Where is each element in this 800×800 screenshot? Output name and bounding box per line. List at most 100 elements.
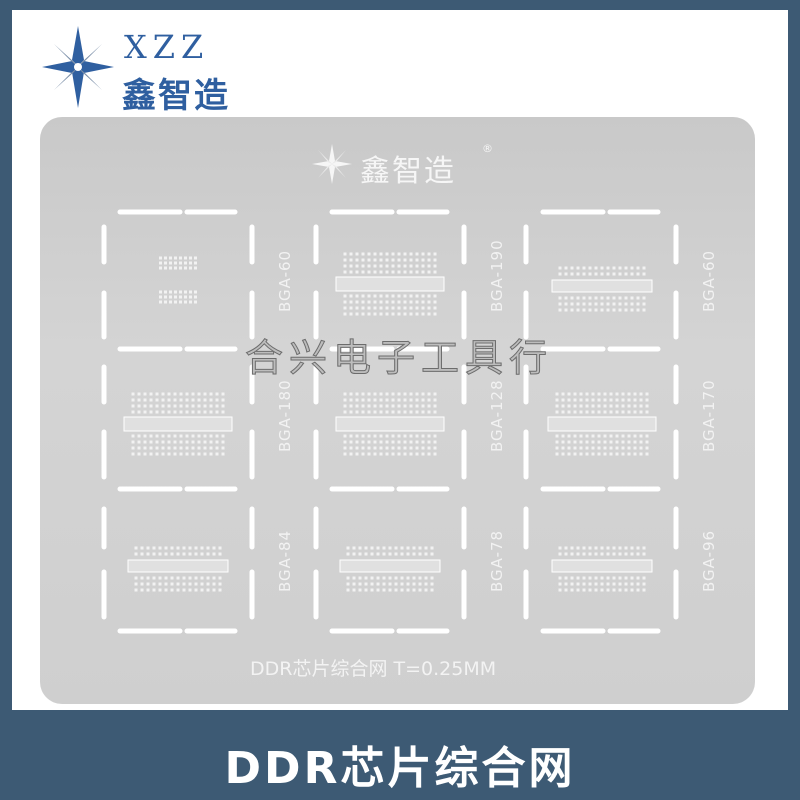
pad [621, 434, 625, 438]
pad [567, 410, 571, 414]
pad [143, 434, 147, 438]
pad [606, 296, 610, 300]
pad [164, 546, 168, 550]
pad [173, 440, 177, 444]
pad [564, 576, 568, 580]
pad [636, 296, 640, 300]
pad [355, 452, 359, 456]
pad [189, 261, 192, 265]
pad [415, 252, 419, 256]
pad [636, 546, 640, 550]
pad [367, 440, 371, 444]
pad [367, 434, 371, 438]
pad [215, 404, 219, 408]
pad [161, 446, 165, 450]
pad [379, 446, 383, 450]
pad [203, 452, 207, 456]
pad [618, 302, 622, 306]
pad [173, 398, 177, 402]
pad [170, 552, 174, 556]
watermark-text: 合兴电子工具行 [244, 336, 554, 381]
pad [597, 452, 601, 456]
pad [185, 446, 189, 450]
pad [433, 258, 437, 262]
pad [137, 392, 141, 396]
pad [615, 434, 619, 438]
pad [206, 546, 210, 550]
pad [573, 404, 577, 408]
pad [585, 452, 589, 456]
pad [615, 410, 619, 414]
pad [606, 272, 610, 276]
pad [570, 302, 574, 306]
pad [570, 266, 574, 270]
pad [391, 312, 395, 316]
pad [137, 440, 141, 444]
pad [355, 404, 359, 408]
pad [188, 576, 192, 580]
pad [176, 546, 180, 550]
pad [421, 410, 425, 414]
pad [382, 552, 386, 556]
pad [361, 392, 365, 396]
pad [173, 452, 177, 456]
pad [645, 452, 649, 456]
pad [430, 546, 434, 550]
pad [379, 452, 383, 456]
pad [343, 294, 347, 298]
pad [358, 546, 362, 550]
brand-name-en: XZZ [124, 28, 210, 66]
pad [612, 552, 616, 556]
pad [158, 588, 162, 592]
pad [394, 576, 398, 580]
pad [433, 270, 437, 274]
pad [415, 452, 419, 456]
pad [349, 270, 353, 274]
pad [379, 392, 383, 396]
pad [609, 446, 613, 450]
pad [591, 398, 595, 402]
pad [600, 582, 604, 586]
pad [194, 588, 198, 592]
pad [433, 392, 437, 396]
pad [182, 576, 186, 580]
pad [346, 552, 350, 556]
pad [433, 410, 437, 414]
pad [564, 302, 568, 306]
pad [379, 440, 383, 444]
pad [403, 294, 407, 298]
pad [394, 588, 398, 592]
pad [618, 552, 622, 556]
pad [361, 446, 365, 450]
pad [609, 434, 613, 438]
pad [627, 392, 631, 396]
pad [391, 306, 395, 310]
pad [618, 582, 622, 586]
pad [191, 404, 195, 408]
pad [364, 546, 368, 550]
pad [221, 452, 225, 456]
pad [412, 552, 416, 556]
pad [597, 434, 601, 438]
pad [355, 398, 359, 402]
pad [406, 576, 410, 580]
pad [421, 446, 425, 450]
pad [385, 258, 389, 262]
pad [573, 410, 577, 414]
pad [558, 302, 562, 306]
pad [639, 392, 643, 396]
pad [218, 552, 222, 556]
pad [373, 258, 377, 262]
pad [373, 410, 377, 414]
pad [427, 446, 431, 450]
pad [361, 258, 365, 262]
footer-title: DDR芯片综合网 [224, 743, 576, 794]
pad [570, 552, 574, 556]
pad [355, 264, 359, 268]
pad [600, 266, 604, 270]
pad [355, 440, 359, 444]
pad [409, 398, 413, 402]
pad [367, 452, 371, 456]
pad [427, 300, 431, 304]
pad [406, 546, 410, 550]
